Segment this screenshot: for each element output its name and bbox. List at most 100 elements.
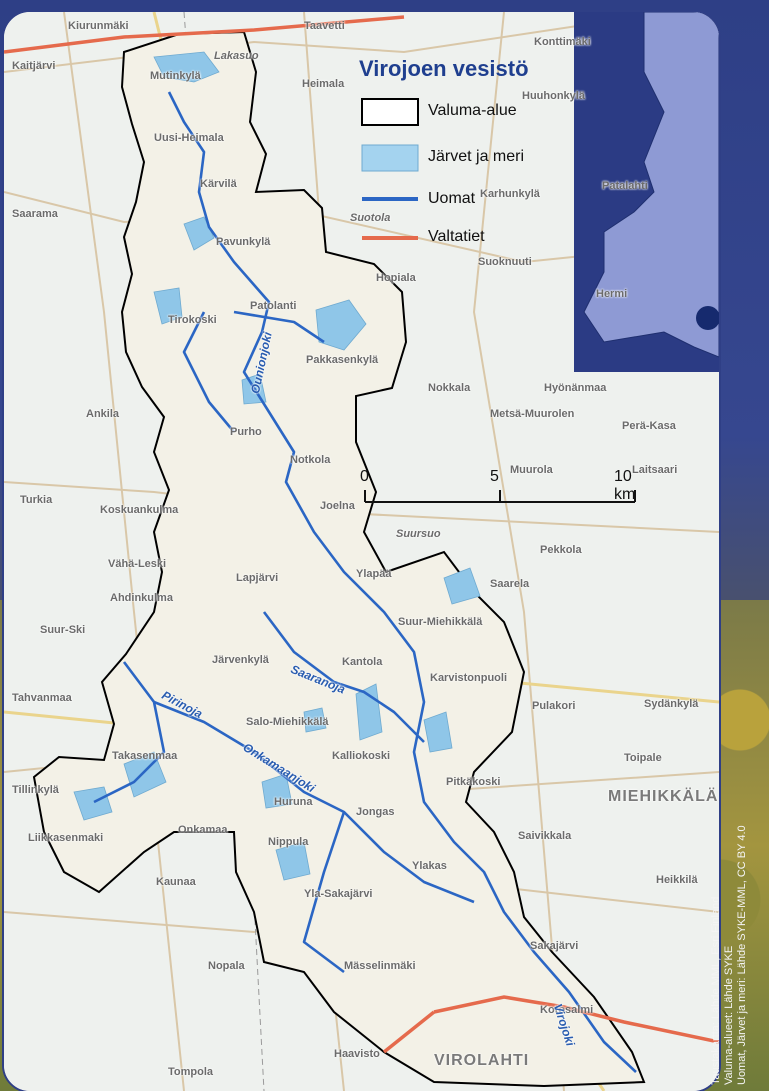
legend-symbols	[361, 98, 419, 240]
place-label: Tillinkylä	[12, 784, 59, 796]
place-label: Suoknuuti	[478, 256, 532, 268]
scale-bar: 0 5 10 km	[360, 468, 636, 508]
place-label: Koskuankulma	[100, 504, 179, 516]
place-label: Lapjärvi	[236, 572, 279, 584]
place-label: Onkamaa	[178, 824, 228, 836]
scale-label-zero: 0	[360, 468, 369, 485]
place-label: Karvistonpuoli	[430, 672, 508, 684]
place-label: Suursuo	[396, 528, 441, 540]
highway	[433, 995, 719, 1044]
lake	[153, 51, 220, 83]
place-label: Tahvanmaa	[12, 692, 72, 704]
place-label: Toipale	[624, 752, 662, 764]
place-label: Kärvilä	[200, 178, 237, 190]
lake	[153, 287, 183, 325]
map-title: Virojoen vesistö	[359, 56, 529, 81]
place-label: Haavisto	[334, 1048, 380, 1060]
place-label: Pavunkylä	[216, 236, 271, 248]
lake	[275, 841, 311, 881]
place-label: Liikkasenmaki	[28, 832, 104, 844]
map-canvas	[4, 12, 719, 1091]
lake	[315, 299, 367, 351]
lake	[123, 751, 167, 798]
lakes	[73, 51, 481, 881]
inset-land	[583, 12, 719, 358]
source-line: Taustakartta: Lähde MML, Esri Finland	[710, 896, 722, 1085]
lake	[423, 711, 453, 753]
place-label: Kalliokoski	[332, 750, 391, 762]
legend-label-river: Uomat	[428, 190, 476, 207]
place-label: Hopiala	[376, 272, 416, 284]
place-label: Järvenkylä	[212, 654, 269, 666]
place-label: Karhunkylä	[480, 188, 540, 200]
place-label: Pitkäkoski	[446, 776, 501, 788]
place-label: Tirokoski	[168, 314, 217, 326]
place-label: Nopala	[208, 960, 245, 972]
place-label: Purho	[230, 426, 262, 438]
place-label: Lakasuo	[214, 50, 259, 62]
place-label: Saarela	[490, 578, 530, 590]
river-channel-saaranoja	[262, 611, 425, 743]
river-channel-tributary	[182, 311, 235, 433]
scale-label-mid: 5	[490, 468, 499, 485]
place-label: Uusi-Heimala	[154, 132, 224, 144]
lake	[261, 773, 293, 809]
scale-bar-line	[364, 490, 636, 503]
place-label: Sydänkylä	[644, 698, 699, 710]
place-label: Huruna	[274, 796, 313, 808]
legend-label-basin: Valuma-alue	[428, 102, 517, 119]
place-label: Suur-Miehikkälä	[398, 616, 483, 628]
place-label: Pekkola	[540, 544, 582, 556]
place-label: Taavetti	[304, 20, 345, 32]
place-label: Yla-Sakajärvi	[304, 888, 373, 900]
place-label: Kantola	[342, 656, 383, 668]
river-channel-pirinoja	[93, 661, 166, 804]
rivers	[93, 91, 637, 1073]
place-label: Tompola	[168, 1066, 214, 1078]
place-label: Suotola	[350, 212, 391, 224]
place-label: Suur-Ski	[40, 624, 86, 636]
place-label: Muurola	[510, 464, 553, 476]
place-label: Heikkilä	[656, 874, 698, 886]
place-label: Laitsaari	[632, 464, 678, 476]
place-label: Nippula	[268, 836, 309, 848]
scale-label-end: 10 km	[614, 468, 636, 503]
lake	[355, 683, 383, 741]
place-label: Metsä-Muurolen	[490, 408, 575, 420]
place-label: Kaitjärvi	[12, 60, 56, 72]
place-label: Patolanti	[250, 300, 297, 312]
place-label: Perä-Kasa	[622, 420, 676, 432]
place-label: Konttimäki	[534, 36, 591, 48]
catchment-area	[32, 30, 646, 1088]
highway	[382, 1010, 436, 1054]
place-label: Heimala	[302, 78, 345, 90]
legend-basin-swatch	[361, 98, 419, 126]
highways	[4, 15, 719, 1054]
place-label: Hermi	[596, 288, 628, 300]
place-label: Nokkala	[428, 382, 471, 394]
lake	[183, 216, 215, 251]
river-channel-main	[167, 91, 637, 1073]
source-line: Uomat, Järvet ja meri: Lähde SYKE-MML, C…	[736, 825, 748, 1085]
place-label: Kiurunmäki	[68, 20, 129, 32]
lake	[73, 786, 113, 821]
highway	[4, 15, 405, 54]
place-label: Salo-Miehikkälä	[246, 716, 329, 728]
place-label: Vähä-Leski	[108, 558, 167, 570]
place-label: Notkola	[290, 454, 331, 466]
place-label: Sakajärvi	[530, 940, 579, 952]
legend-label-water: Järvet ja meri	[428, 148, 525, 165]
place-label: Ylapää	[356, 568, 392, 580]
source-line: Valuma-alueet: Lähde SYKE	[723, 945, 735, 1085]
place-label: Kotosalmi	[540, 1004, 594, 1016]
river-channel-tributary	[302, 811, 346, 974]
location-marker	[696, 306, 719, 330]
place-label: Pakkasenkylä	[306, 354, 379, 366]
legend-label-highway: Valtatiet	[428, 228, 485, 245]
map-frame: Kiurunmäki Taavetti Konttimäki Kaitjärvi…	[2, 10, 721, 1091]
lake	[443, 567, 481, 605]
place-label: Saivikkala	[518, 830, 572, 842]
place-label-municipality: VIROLAHTI	[434, 1052, 530, 1069]
place-label: Takasenmaa	[112, 750, 178, 762]
